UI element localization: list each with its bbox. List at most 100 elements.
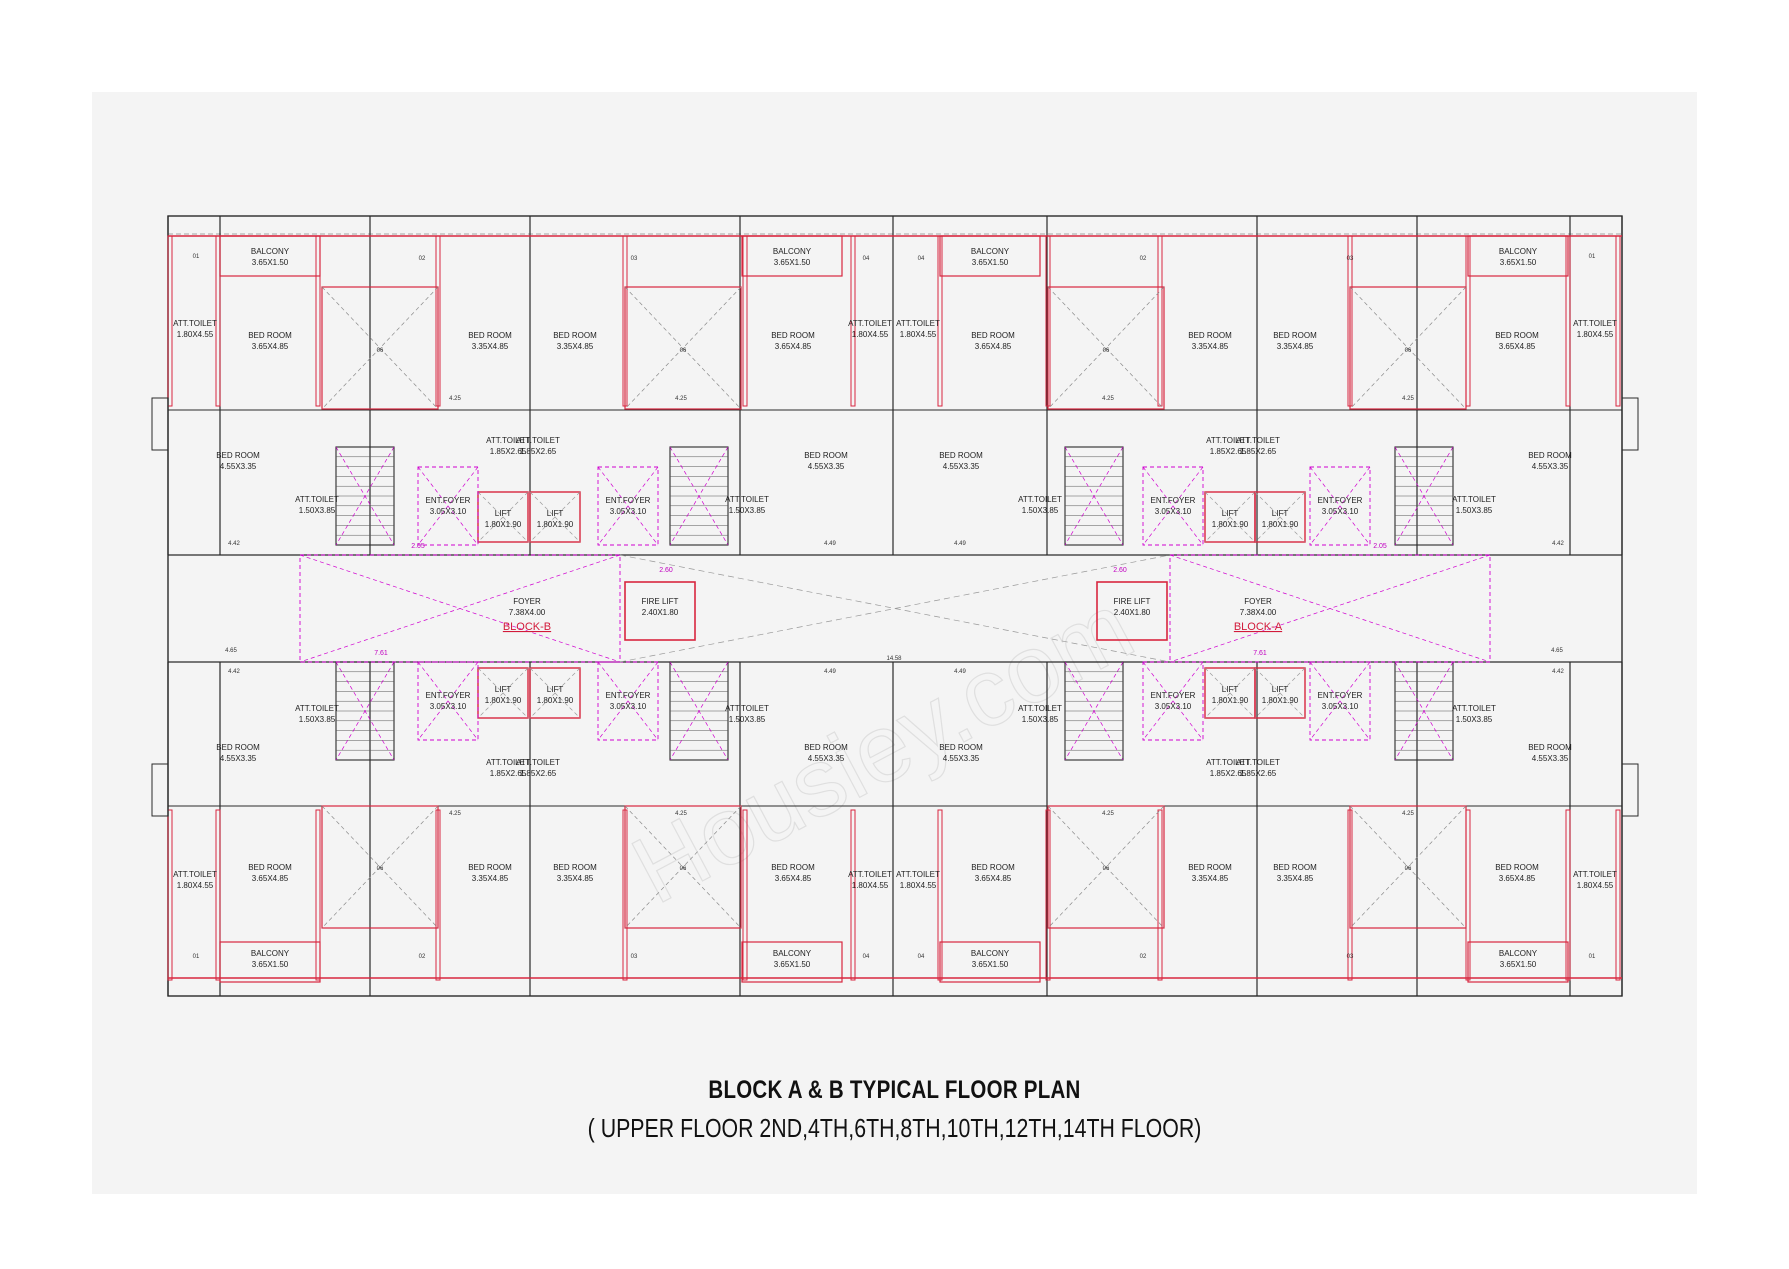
duct-diagonal — [1349, 805, 1467, 929]
block-a-label: BLOCK-A — [1234, 621, 1283, 633]
room-bed_a-dims: 3.65X4.85 — [252, 342, 289, 351]
room-bed_b-name: BED ROOM — [553, 331, 597, 340]
dimension-tag: 4.25 — [1402, 396, 1414, 402]
fire-lift-name: FIRE LIFT — [1114, 597, 1151, 606]
ent-foyer-dims: 3.05X3.10 — [430, 507, 467, 516]
foyer-dims: 7.38X4.00 — [509, 608, 546, 617]
red-wall — [742, 809, 748, 981]
block-b-label: BLOCK-B — [503, 621, 551, 633]
core-toilet-tiny-dims: 1.50X3.85 — [299, 715, 336, 724]
duct-label: 06 — [1103, 866, 1110, 872]
core-toilet-name: ATT.TOILET — [516, 436, 560, 445]
red-wall — [167, 809, 173, 981]
core-toilet-name: ATT.TOILET — [486, 436, 530, 445]
duct-label: 06 — [377, 866, 384, 872]
room-att_toilet-dims: 1.80X4.55 — [852, 881, 889, 890]
lift-diagonal — [1204, 667, 1256, 719]
corridor-diagonal — [619, 554, 1171, 663]
ent-foyer-name: ENT.FOYER — [606, 496, 651, 505]
dimension-tag: 4.42 — [228, 669, 240, 675]
core-toilet-name: ATT.TOILET — [516, 758, 560, 767]
lift-diagonal — [1204, 491, 1256, 543]
room-bed_a-name: BED ROOM — [971, 331, 1015, 340]
magenta-dimension: 2.60 — [1113, 567, 1127, 574]
room-bed-c-name: BED ROOM — [216, 451, 260, 460]
red-wall — [315, 809, 321, 981]
room-bed-c-dims: 4.55X3.35 — [943, 462, 980, 471]
opening-tag: 01 — [193, 954, 200, 960]
ent-foyer-diagonal — [597, 466, 659, 546]
balcony-outline — [939, 235, 1041, 277]
ent-foyer-diagonal — [1142, 466, 1204, 546]
lift-name: LIFT — [547, 509, 564, 518]
balcony-outline — [1467, 235, 1569, 277]
room-att_toilet-name: ATT.TOILET — [848, 870, 892, 879]
ent-foyer-name: ENT.FOYER — [426, 496, 471, 505]
room-bed-c-name: BED ROOM — [939, 743, 983, 752]
balcony-dims: 3.65X1.50 — [774, 960, 811, 969]
room-att_toilet-name: ATT.TOILET — [173, 319, 217, 328]
duct-diagonal — [1349, 286, 1467, 410]
room-bed_a-name: BED ROOM — [248, 331, 292, 340]
duct-outline — [624, 286, 742, 410]
stair-diagonal — [335, 446, 395, 546]
duct-outline — [321, 805, 439, 929]
side-window — [151, 763, 169, 817]
duct-label: 06 — [377, 348, 384, 354]
lift-name: LIFT — [547, 685, 564, 694]
red-wall — [1157, 809, 1163, 981]
lift-shaft — [477, 491, 529, 543]
magenta-dimension: 2.05 — [1373, 543, 1387, 550]
lift-name: LIFT — [1222, 685, 1239, 694]
room-att_toilet-dims: 1.80X4.55 — [1577, 881, 1614, 890]
room-att_toilet-dims: 1.80X4.55 — [177, 881, 214, 890]
duct-label: 06 — [1103, 348, 1110, 354]
core-toilet-dims: 1.85X2.65 — [1210, 769, 1247, 778]
dimension-tag: 4.25 — [449, 396, 461, 402]
opening-tag: 03 — [1347, 256, 1354, 262]
room-bed_b-name: BED ROOM — [1273, 863, 1317, 872]
duct-label: 06 — [1405, 348, 1412, 354]
room-bed-c-dims: 4.55X3.35 — [220, 754, 257, 763]
room-bed-c-name: BED ROOM — [1528, 743, 1572, 752]
lift-shaft — [1254, 667, 1306, 719]
core-toilet-tiny-dims: 1.50X3.85 — [1456, 506, 1493, 515]
lift-dims: 1.80X1.90 — [537, 696, 574, 705]
corridor-foyer-diagonal — [299, 554, 621, 663]
balcony-outline — [741, 941, 843, 983]
ent-foyer-diagonal — [597, 661, 659, 741]
lift-dims: 1.80X1.90 — [485, 520, 522, 529]
dimension-tag: 4.49 — [824, 669, 836, 675]
duct-diagonal — [1047, 805, 1165, 929]
fire-lift-shaft — [624, 581, 696, 641]
room-att_toilet-dims: 1.80X4.55 — [177, 330, 214, 339]
room-bed_a-name: BED ROOM — [971, 863, 1015, 872]
lift-name: LIFT — [1272, 685, 1289, 694]
dimension-tag: 4.65 — [1551, 648, 1563, 654]
core-toilet-tiny-name: ATT.TOILET — [1018, 495, 1062, 504]
room-att_toilet-name: ATT.TOILET — [1573, 319, 1617, 328]
room-bed_a-dims: 3.65X4.85 — [975, 342, 1012, 351]
balcony-dims: 3.65X1.50 — [252, 258, 289, 267]
core-toilet-tiny-name: ATT.TOILET — [295, 704, 339, 713]
room-bed_b-dims: 3.35X4.85 — [472, 342, 509, 351]
lift-dims: 1.80X1.90 — [1212, 520, 1249, 529]
core-toilet-dims: 1.85X2.65 — [490, 447, 527, 456]
opening-tag: 04 — [918, 256, 925, 262]
dimension-tag: 4.25 — [1102, 811, 1114, 817]
core-toilet-tiny-name: ATT.TOILET — [1452, 704, 1496, 713]
duct-label: 06 — [680, 866, 687, 872]
dimension-tag: 4.25 — [1102, 396, 1114, 402]
lift-name: LIFT — [495, 685, 512, 694]
room-bed_a-dims: 3.65X4.85 — [1499, 342, 1536, 351]
room-bed-c-dims: 4.55X3.35 — [1532, 754, 1569, 763]
dimension-tag: 4.65 — [225, 648, 237, 654]
dimension-tag: 4.25 — [1402, 811, 1414, 817]
magenta-dimension: 2.60 — [659, 567, 673, 574]
duct-outline — [1047, 805, 1165, 929]
ent-foyer-diagonal — [1309, 661, 1371, 741]
lift-diagonal — [529, 491, 581, 543]
red-wall — [1615, 809, 1621, 981]
foyer-dims: 7.38X4.00 — [1240, 608, 1277, 617]
